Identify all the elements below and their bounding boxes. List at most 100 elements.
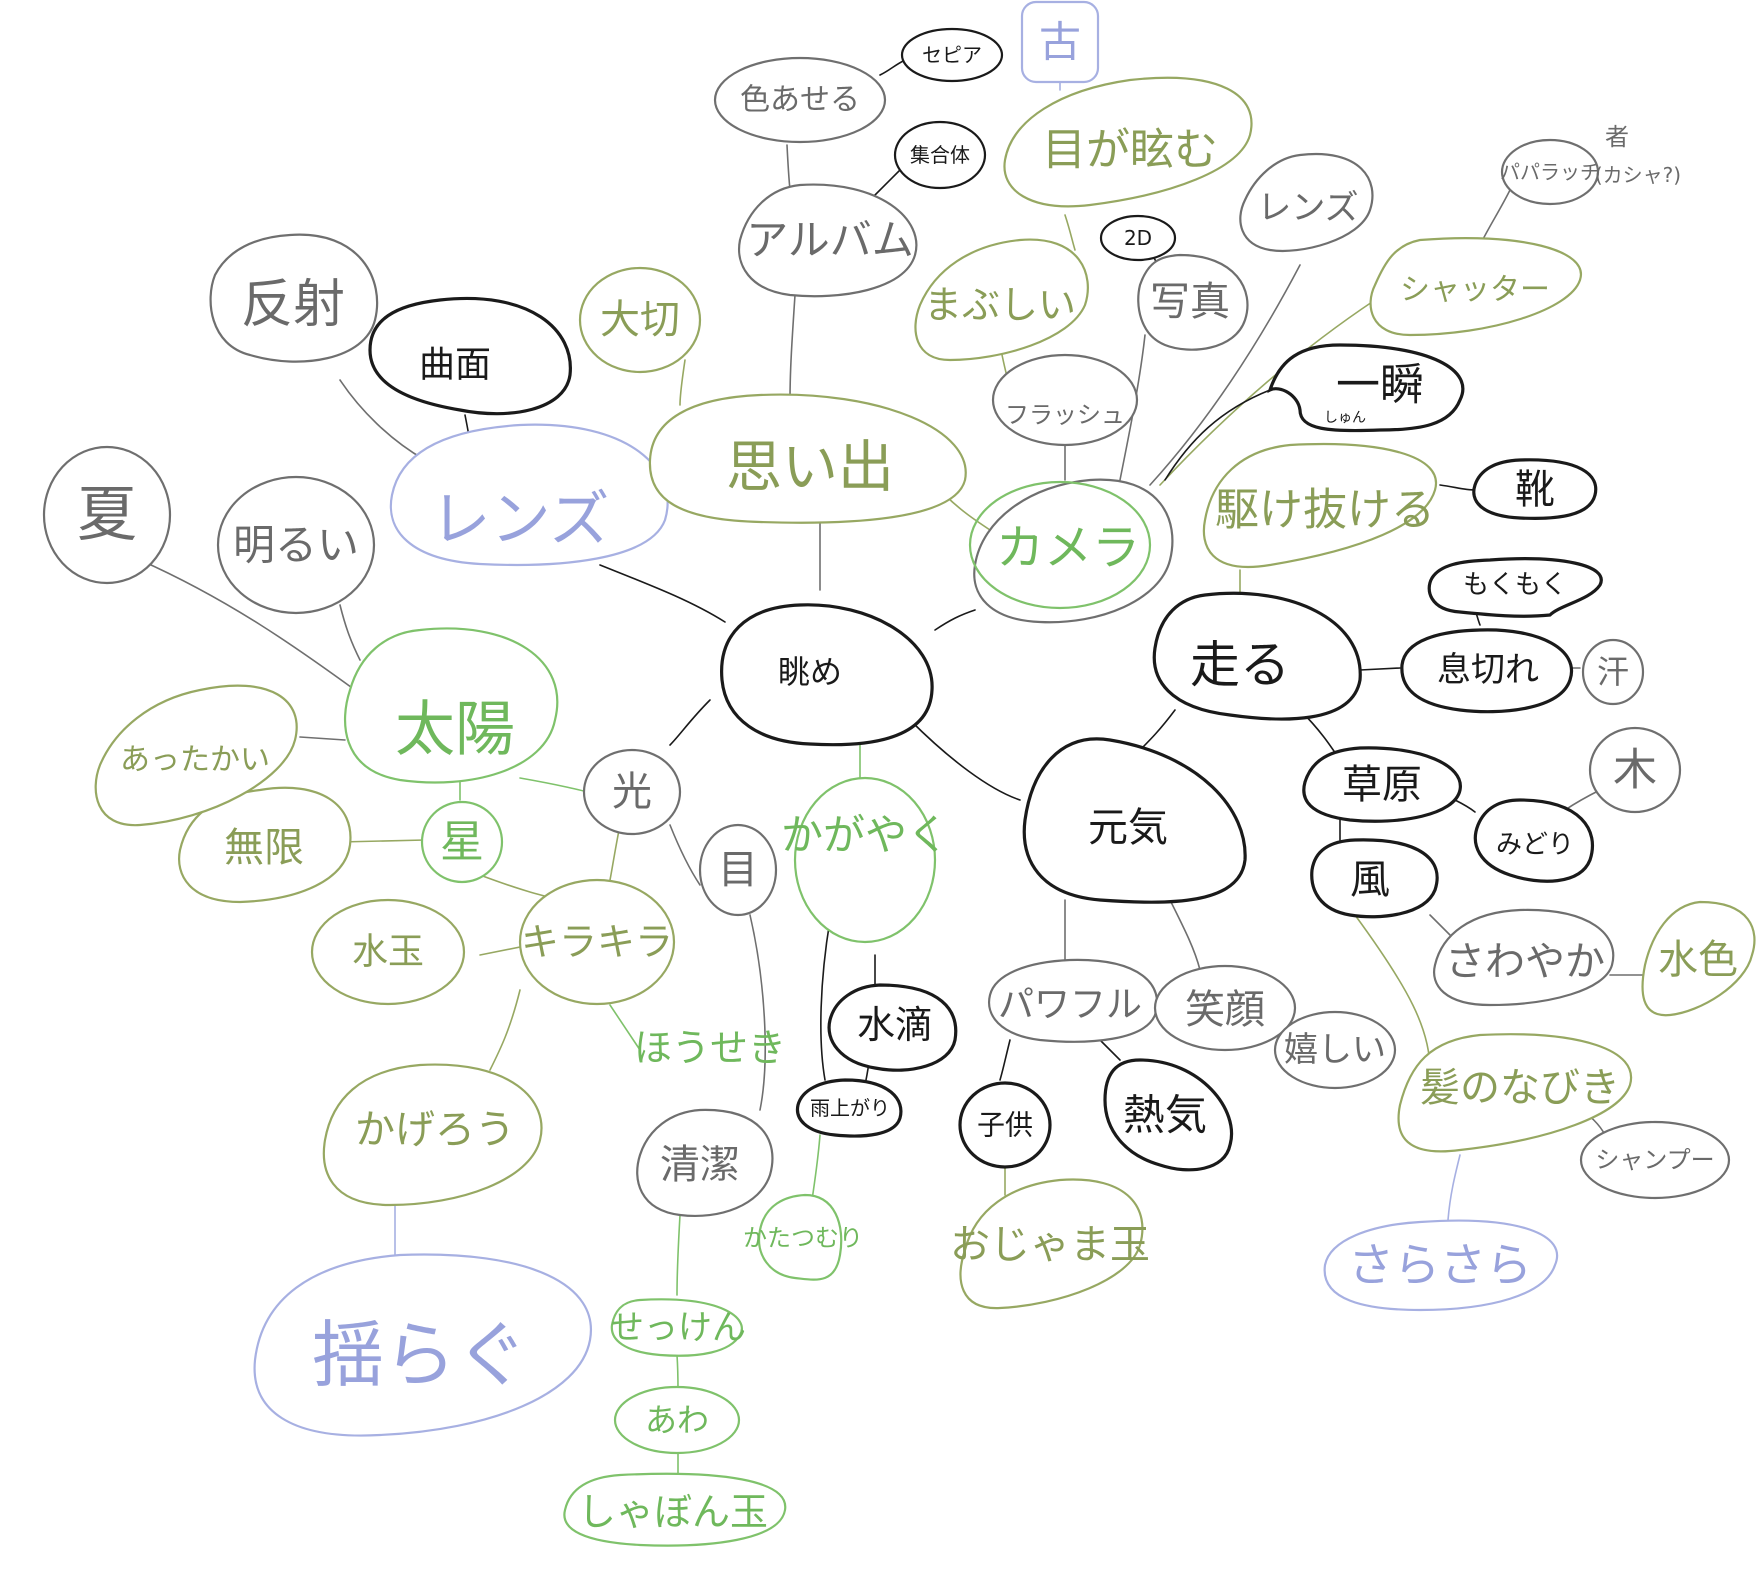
edge-album-omoide — [789, 294, 796, 401]
node-camera[interactable]: カメラ — [968, 478, 1174, 624]
node-label: もくもく — [1463, 570, 1567, 600]
node-shampoo[interactable]: シャンプー — [1579, 1120, 1731, 1200]
node-label: 無限 — [224, 825, 304, 871]
edge-center-genki — [909, 719, 1021, 801]
node-label: シャンプー — [1595, 1146, 1714, 1174]
edge-powerful-kodomo — [999, 1039, 1011, 1081]
node-megakurami[interactable]: 目が眩む — [1003, 76, 1253, 208]
node-iroaseru[interactable]: 色あせる — [713, 56, 887, 144]
node-nekki[interactable]: 熱気 — [1103, 1058, 1234, 1172]
node-label: せっけん — [610, 1308, 746, 1348]
edge-sekken-awa — [676, 1354, 679, 1391]
node-mokumoku[interactable]: もくもく — [1427, 557, 1603, 618]
node-hansha[interactable]: 反射 — [209, 233, 379, 363]
node-hikari[interactable]: 光 — [582, 748, 682, 836]
edge-kakenukeru-kutsu — [1439, 484, 1476, 491]
node-kodomo[interactable]: 子供 — [958, 1081, 1052, 1169]
node-label: 髪のなびき — [1420, 1065, 1620, 1111]
node-taiyou[interactable]: 太陽 — [344, 627, 559, 784]
node-ki[interactable]: 木 — [1588, 726, 1682, 814]
node-lens-small[interactable]: レンズ — [1239, 152, 1374, 252]
node-ureshii[interactable]: 嬉しい — [1273, 1010, 1397, 1090]
node-ojaimatama[interactable]: おじゃま玉 — [950, 1178, 1150, 1310]
edge-megakurami-mabushii — [1064, 214, 1076, 251]
node-sepia[interactable]: セピア — [900, 27, 1004, 83]
node-powerful[interactable]: パワフル — [988, 958, 1159, 1043]
node-hoseki[interactable]: ほうせき — [634, 1026, 786, 1070]
node-label: 息切れ — [1437, 650, 1539, 690]
node-mugen[interactable]: 無限 — [178, 786, 352, 904]
node-kutsu[interactable]: 靴 — [1472, 458, 1598, 520]
node-shutter[interactable]: シャッター — [1369, 237, 1583, 337]
edge-powerful-nekki — [1099, 1039, 1121, 1061]
node-awa[interactable]: あわ — [613, 1385, 741, 1455]
node-mizutama[interactable]: 水玉 — [310, 898, 466, 1006]
node-kyokumen[interactable]: 曲面 — [368, 296, 572, 416]
node-paparazzi[interactable]: パパラッチ — [1500, 138, 1600, 206]
edge-hansha-lens — [339, 379, 426, 461]
node-label: みどり — [1496, 830, 1574, 860]
node-label: 木 — [1613, 745, 1657, 796]
node-me[interactable]: 目 — [698, 823, 778, 917]
edge-shutter-camera — [1159, 299, 1376, 486]
node-flash[interactable]: フラッシュ — [991, 353, 1139, 447]
node-kagerou[interactable]: かげろう — [322, 1063, 543, 1207]
node-label: さわやか — [1445, 939, 1605, 985]
node-kami[interactable]: 髪のなびき — [1397, 1033, 1633, 1153]
node-hoshi[interactable]: 星 — [420, 800, 504, 884]
node-isshun[interactable]: 一瞬 しゅん — [1267, 343, 1465, 433]
node-label: 元気 — [1088, 805, 1168, 851]
node-mizushizuku[interactable]: 水滴 — [827, 983, 958, 1072]
node-attakai[interactable]: あったかい — [94, 684, 298, 827]
node-label: 水玉 — [352, 932, 424, 973]
node-center[interactable]: 眺め — [720, 603, 934, 747]
node-label: あったかい — [120, 743, 270, 778]
node-label: かげろう — [355, 1107, 515, 1153]
node-label: 夏 — [77, 480, 137, 550]
node-label: ほうせき — [634, 1026, 786, 1070]
node-label: キラキラ — [521, 920, 673, 964]
node-sekken[interactable]: せっけん — [610, 1298, 746, 1357]
node-sawayaka[interactable]: さわやか — [1433, 908, 1615, 1007]
edge-hikari-me — [669, 824, 701, 886]
edge-iroaseru-sepia — [879, 59, 906, 76]
node-label: 水色 — [1658, 937, 1738, 983]
node-hashiru[interactable]: 走る — [1152, 591, 1362, 721]
node-ameagari[interactable]: 雨上がり — [795, 1078, 903, 1138]
node-egao[interactable]: 笑顔 — [1153, 964, 1297, 1052]
node-shugotai[interactable]: 集合体 — [893, 120, 987, 190]
node-ruby: しゅん — [1324, 410, 1366, 426]
node-album[interactable]: アルバム — [738, 183, 918, 298]
node-genki[interactable]: 元気 — [1022, 737, 1247, 904]
node-sougen[interactable]: 草原 — [1302, 746, 1462, 823]
edge-midori-ki — [1564, 789, 1601, 811]
node-katatsumuri[interactable]: かたつむり — [743, 1193, 863, 1281]
node-midori[interactable]: みどり — [1473, 798, 1595, 883]
node-ikigire[interactable]: 息切れ — [1400, 628, 1574, 714]
node-shabondama[interactable]: しゃぼん玉 — [563, 1472, 787, 1547]
node-natsu[interactable]: 夏 — [42, 445, 172, 585]
node-label: 汗 — [1597, 653, 1629, 691]
node-yuragu[interactable]: 揺らぐ — [253, 1253, 593, 1437]
node-lens-big[interactable]: レンズ — [389, 423, 669, 567]
node-kirakira[interactable]: キラキラ — [518, 878, 676, 1006]
node-label: アルバム — [746, 216, 914, 265]
node-shashin[interactable]: 写真 — [1137, 253, 1249, 351]
node-kaze[interactable]: 風 — [1310, 838, 1439, 919]
edge-hashiru-ikigire — [1359, 667, 1401, 671]
node-label: 眺め — [778, 653, 842, 691]
node-furui[interactable]: 古 — [1020, 0, 1100, 84]
node-mizuiro[interactable]: 水色 — [1641, 900, 1756, 1017]
node-ase[interactable]: 汗 — [1581, 638, 1645, 706]
node-omoide[interactable]: 思い出 — [648, 393, 967, 524]
node-mabushii[interactable]: まぶしい — [914, 238, 1089, 362]
node-seiketsu[interactable]: 清潔 — [636, 1108, 774, 1217]
node-taisetsu[interactable]: 大切 — [578, 266, 702, 374]
node-sarasara[interactable]: さらさら — [1323, 1219, 1558, 1312]
edge-isshun-camera — [1164, 389, 1271, 481]
node-kagayaku[interactable]: かがやく — [781, 776, 949, 944]
node-kakenukeru[interactable]: 駆け抜ける — [1202, 442, 1438, 568]
edge-hashiru-genki — [1139, 709, 1176, 751]
node-2d[interactable]: 2D — [1099, 214, 1177, 262]
node-akarui[interactable]: 明るい — [216, 475, 376, 615]
